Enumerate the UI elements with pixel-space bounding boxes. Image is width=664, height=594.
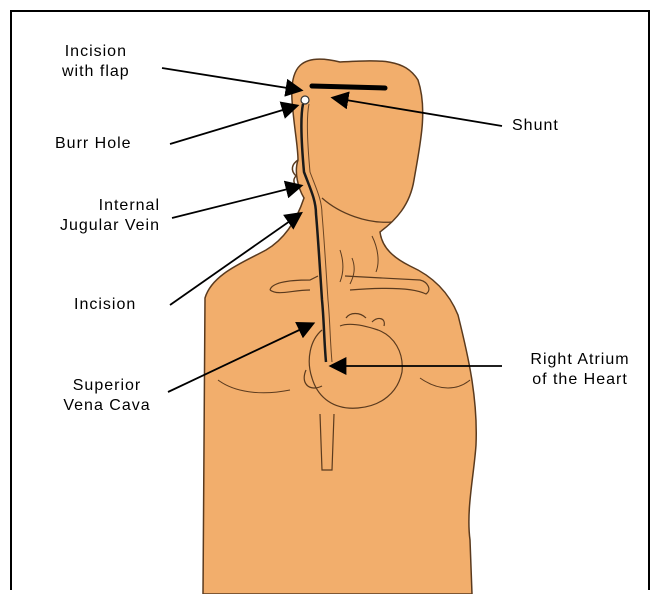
pointer-burr-hole <box>170 106 296 144</box>
label-incision-text: Incision <box>74 295 136 315</box>
label-incision-with-flap: Incision with flap <box>62 42 130 82</box>
label-incision: Incision <box>74 295 136 315</box>
pointer-incision-flap <box>162 68 300 90</box>
label-right-atrium-line2: of the Heart <box>508 370 652 390</box>
burr-hole-mark <box>301 96 309 104</box>
label-internal-jugular-vein: Internal Jugular Vein <box>20 196 160 236</box>
shunt-tube <box>312 86 385 88</box>
label-superior-vena-cava: Superior Vena Cava <box>50 376 164 416</box>
label-superior-vena-cava-line2: Vena Cava <box>50 396 164 416</box>
label-shunt: Shunt <box>512 116 559 136</box>
label-superior-vena-cava-line1: Superior <box>50 376 164 396</box>
label-internal-jugular-line1: Internal <box>20 196 160 216</box>
pointer-internal-jugular <box>172 186 300 218</box>
label-internal-jugular-line2: Jugular Vein <box>20 216 160 236</box>
label-burr-hole-text: Burr Hole <box>55 134 132 154</box>
label-right-atrium-line1: Right Atrium <box>508 350 652 370</box>
label-incision-with-flap-line2: with flap <box>62 62 130 82</box>
label-shunt-text: Shunt <box>512 116 559 136</box>
label-incision-with-flap-line1: Incision <box>62 42 130 62</box>
label-burr-hole: Burr Hole <box>55 134 132 154</box>
label-right-atrium: Right Atrium of the Heart <box>508 350 652 390</box>
